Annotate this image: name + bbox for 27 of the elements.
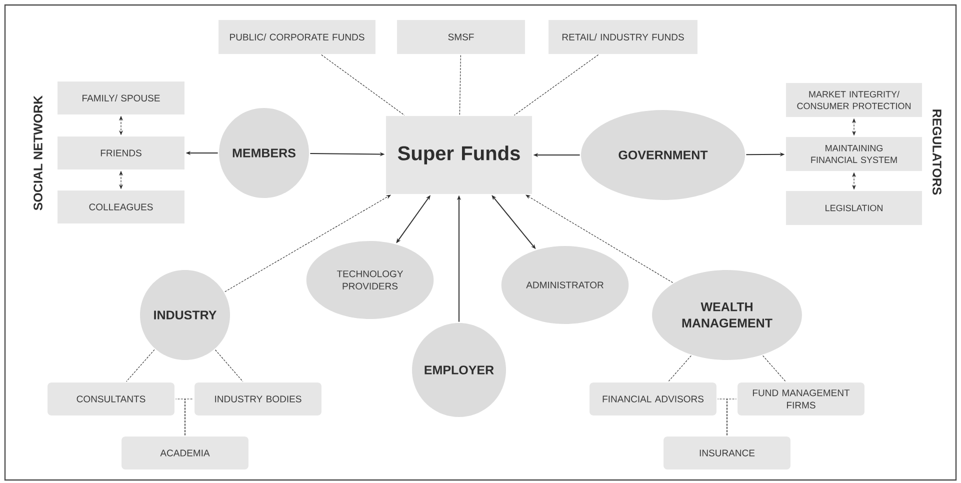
connector	[459, 54, 461, 116]
connector	[726, 398, 737, 436]
connector	[126, 349, 155, 382]
network-box: FAMILY/ SPOUSE	[58, 82, 184, 114]
connector	[514, 54, 599, 116]
connector	[321, 54, 405, 116]
fund-type-box: PUBLIC/ CORPORATE FUNDS	[218, 20, 376, 54]
connector	[184, 398, 194, 436]
fund-type-box: SMSF	[397, 20, 525, 54]
central-box: Super Funds	[386, 116, 532, 194]
connector	[668, 355, 692, 382]
network-box: COLLEAGUES	[58, 190, 184, 224]
side-heading: REGULATORS	[932, 110, 942, 195]
fund-type-box: RETAIL/ INDUSTRY FUNDS	[548, 20, 698, 54]
network-box: FRIENDS	[58, 136, 184, 170]
sub-group-box: ACADEMIA	[122, 436, 248, 470]
sub-group-box: INDUSTRY BODIES	[194, 382, 322, 416]
regulator-box: LEGISLATION	[786, 191, 922, 225]
regulator-box: MARKET INTEGRITY/ CONSUMER PROTECTION	[786, 83, 922, 117]
sub-group-box: CONSULTANTS	[48, 382, 174, 416]
connector	[215, 350, 244, 382]
sub-group-box: FINANCIAL ADVISORS	[590, 382, 716, 416]
sub-group-box: INSURANCE	[664, 436, 790, 470]
side-heading: SOCIAL NETWORK	[34, 96, 42, 210]
sub-group-box: FUND MANAGEMENT FIRMS	[738, 382, 864, 416]
regulator-box: MAINTAINING FINANCIAL SYSTEM	[786, 137, 922, 171]
connector	[762, 355, 786, 382]
